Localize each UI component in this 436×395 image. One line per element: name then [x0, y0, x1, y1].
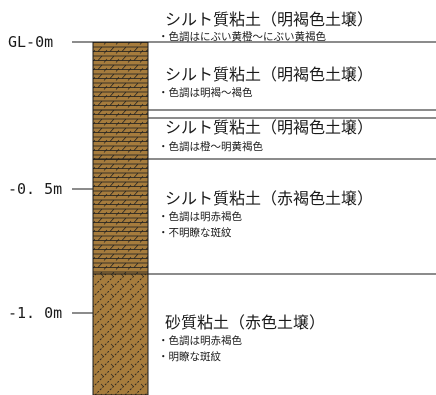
column-layer-2: [93, 110, 148, 159]
layer-descriptions: シルト質粘土（明褐色土壌） ・色調はにぶい黄橙～にぶい黄褐色 シルト質粘土（明褐…: [158, 10, 373, 363]
layer-desc-2: シルト質粘土（明褐色土壌） ・色調は明褐～褐色: [158, 65, 373, 99]
layer-note: ・明瞭な斑紋: [158, 350, 221, 363]
column-layer-1: [93, 42, 148, 110]
column-layer-5: [93, 274, 148, 395]
layer-boundaries: [93, 41, 436, 275]
layer-title: 砂質粘土（赤色土壌）: [165, 313, 325, 332]
layer-title: シルト質粘土（明褐色土壌）: [165, 118, 373, 137]
layer-desc-4: シルト質粘土（赤褐色土壌） ・色調は明赤褐色 ・不明瞭な斑紋: [158, 189, 373, 239]
depth-label-10: -1. 0m: [8, 304, 62, 322]
layer-desc-5: 砂質粘土（赤色土壌） ・色調は明赤褐色 ・明瞭な斑紋: [158, 313, 325, 363]
layer-desc-1: シルト質粘土（明褐色土壌） ・色調はにぶい黄橙～にぶい黄褐色: [158, 10, 373, 43]
depth-label-05: -0. 5m: [8, 180, 62, 198]
layer-note: ・色調は橙～明黄褐色: [158, 140, 263, 153]
depth-label-gl0: GL-0m: [8, 33, 53, 51]
layer-desc-3: シルト質粘土（明褐色土壌） ・色調は橙～明黄褐色: [158, 118, 373, 153]
layer-title: シルト質粘土（明褐色土壌）: [165, 10, 373, 29]
layer-note: ・色調は明赤褐色: [158, 334, 242, 347]
layer-note: ・色調は明赤褐色: [158, 210, 242, 223]
soil-column: [92, 41, 149, 395]
layer-note: ・色調は明褐～褐色: [158, 86, 253, 99]
depth-axis: GL-0m -0. 5m -1. 0m: [8, 33, 93, 322]
layer-title: シルト質粘土（明褐色土壌）: [165, 65, 373, 84]
layer-note: ・色調はにぶい黄橙～にぶい黄褐色: [158, 30, 326, 43]
layer-title: シルト質粘土（赤褐色土壌）: [165, 189, 373, 208]
layer-note: ・不明瞭な斑紋: [158, 226, 232, 239]
column-layer-4: [93, 162, 148, 274]
column-layer-3: [93, 159, 148, 162]
